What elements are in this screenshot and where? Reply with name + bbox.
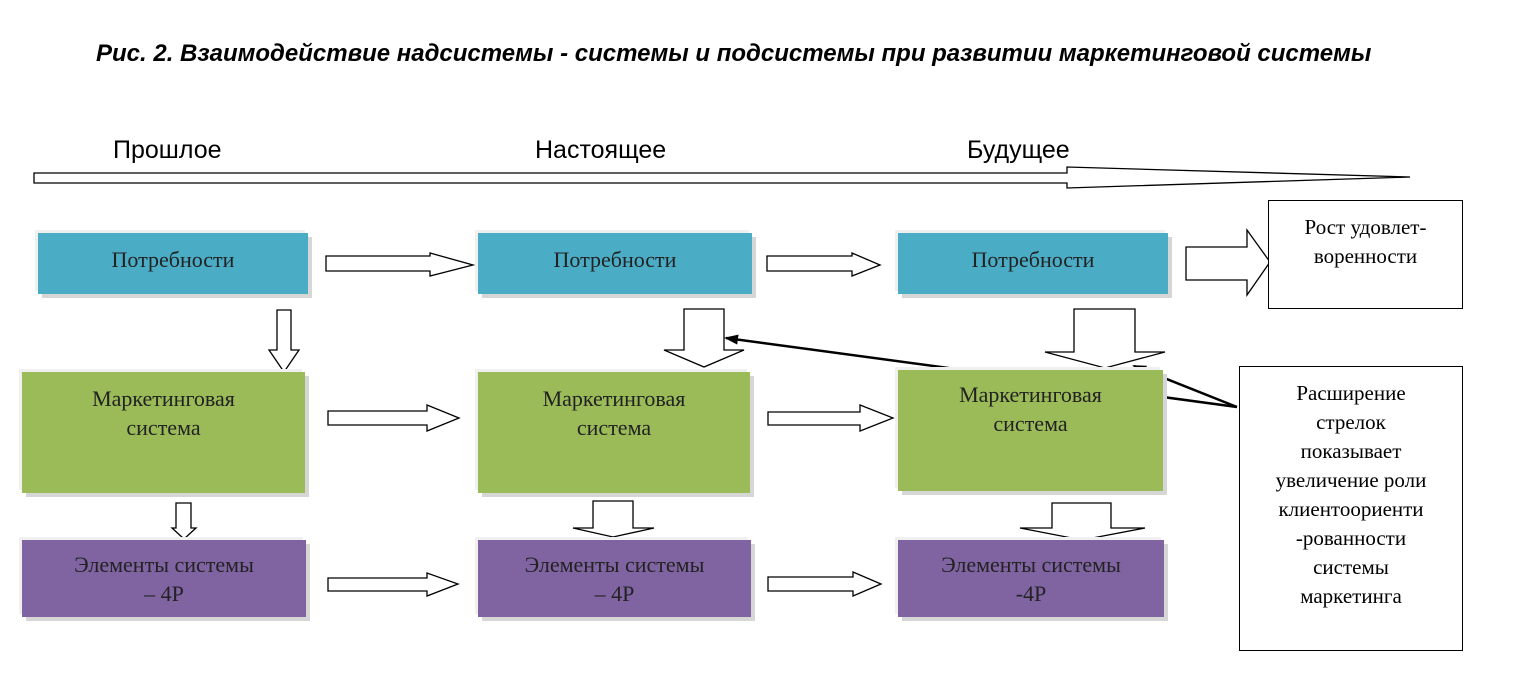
down-arrow-col2-needs — [663, 308, 745, 368]
explanation-note-box: Расширение стрелок показывает увеличение… — [1239, 366, 1463, 651]
needs-box-present: Потребности — [478, 233, 752, 294]
timeline-label-future: Будущее — [967, 136, 1070, 164]
needs-box-past: Потребности — [38, 233, 308, 294]
timeline-arrow — [33, 166, 1411, 189]
arrow-elements-2-3 — [767, 571, 883, 597]
down-arrow-col3-marketing — [1019, 502, 1146, 541]
timeline-label-present: Настоящее — [535, 136, 667, 164]
elements-box-future: Элементы системы -4P — [898, 540, 1164, 617]
arrow-needs-2-3 — [766, 252, 882, 277]
arrow-marketing-1-2 — [327, 404, 461, 432]
figure-caption: Рис. 2. Взаимодействие надсистемы - сист… — [96, 40, 1372, 67]
elements-box-present: Элементы системы – 4P — [478, 540, 751, 617]
needs-box-future: Потребности — [898, 233, 1168, 294]
elements-box-past: Элементы системы – 4P — [22, 540, 306, 617]
arrow-needs-to-growth — [1185, 227, 1271, 298]
arrow-needs-1-2 — [325, 252, 476, 277]
marketing-system-box-future: Маркетинговая система — [898, 370, 1163, 491]
arrow-marketing-2-3 — [767, 404, 895, 432]
down-arrow-col1-needs — [267, 309, 301, 374]
down-arrow-col1-marketing — [170, 502, 198, 540]
growth-satisfaction-box: Рост удовлет- воренности — [1268, 200, 1463, 309]
arrow-elements-1-2 — [327, 572, 460, 597]
down-arrow-col2-marketing — [572, 500, 655, 538]
timeline-label-past: Прошлое — [113, 136, 222, 164]
marketing-system-box-past: Маркетинговая система — [22, 372, 305, 493]
marketing-system-box-present: Маркетинговая система — [478, 372, 750, 493]
down-arrow-col3-needs — [1044, 308, 1166, 369]
